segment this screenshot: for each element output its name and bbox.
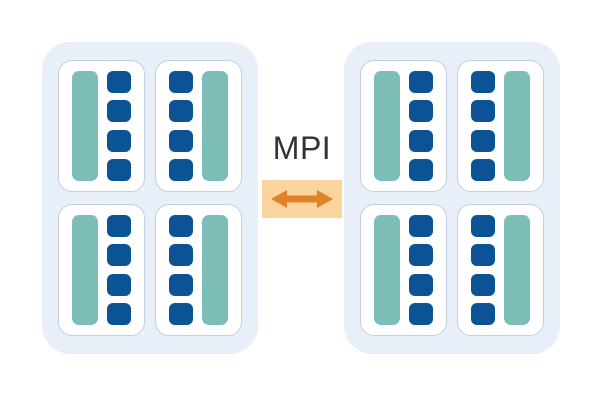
core-stack — [470, 71, 495, 181]
core-block — [168, 302, 193, 325]
double-headed-arrow-icon — [271, 190, 333, 208]
core-block — [107, 244, 132, 267]
memory-bar — [71, 71, 98, 181]
core-stack — [409, 215, 434, 325]
core-block — [470, 302, 495, 325]
core-stack — [409, 71, 434, 181]
memory-bar — [373, 215, 400, 325]
core-block — [168, 244, 193, 267]
core-stack — [168, 71, 193, 181]
core-block — [168, 215, 193, 237]
core-block — [107, 158, 132, 181]
memory-bar — [202, 215, 229, 325]
core-block — [470, 71, 495, 93]
node-card — [155, 60, 242, 192]
memory-bar — [202, 71, 229, 181]
node-card — [155, 204, 242, 336]
core-block — [409, 302, 434, 325]
core-block — [470, 158, 495, 181]
core-block — [470, 244, 495, 267]
core-block — [107, 100, 132, 123]
core-block — [409, 215, 434, 237]
mpi-link-band — [262, 180, 342, 218]
core-block — [409, 129, 434, 152]
core-block — [409, 100, 434, 123]
memory-bar — [504, 71, 531, 181]
node-card — [58, 60, 145, 192]
core-block — [409, 158, 434, 181]
core-block — [470, 215, 495, 237]
left-cluster — [42, 42, 258, 354]
core-block — [168, 100, 193, 123]
right-cluster — [344, 42, 560, 354]
core-block — [107, 129, 132, 152]
core-block — [168, 129, 193, 152]
core-block — [168, 158, 193, 181]
core-block — [107, 302, 132, 325]
core-block — [470, 100, 495, 123]
node-card — [58, 204, 145, 336]
node-card — [360, 204, 447, 336]
core-block — [107, 71, 132, 93]
mpi-link-group: MPI — [258, 128, 346, 220]
node-card — [360, 60, 447, 192]
core-block — [107, 215, 132, 237]
memory-bar — [71, 215, 98, 325]
core-stack — [470, 215, 495, 325]
core-block — [409, 273, 434, 296]
core-stack — [168, 215, 193, 325]
core-block — [409, 71, 434, 93]
core-stack — [107, 71, 132, 181]
memory-bar — [373, 71, 400, 181]
core-stack — [107, 215, 132, 325]
core-block — [107, 273, 132, 296]
core-block — [168, 273, 193, 296]
node-card — [457, 60, 544, 192]
core-block — [470, 273, 495, 296]
core-block — [168, 71, 193, 93]
core-block — [470, 129, 495, 152]
node-card — [457, 204, 544, 336]
core-block — [409, 244, 434, 267]
memory-bar — [504, 215, 531, 325]
mpi-label: MPI — [272, 130, 332, 166]
